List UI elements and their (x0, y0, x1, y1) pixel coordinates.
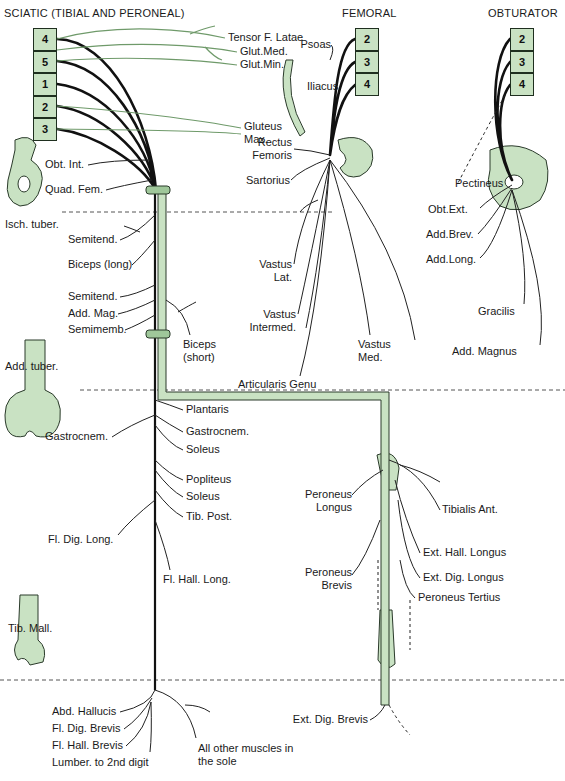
muscle-label: Plantaris (186, 403, 229, 416)
nerve-cuff (146, 186, 170, 194)
muscle-label: Vastus Med. (358, 338, 402, 364)
peroneal-nerve (158, 190, 389, 705)
femur-bone (5, 340, 60, 437)
muscle-label: Add. Mag. (68, 307, 118, 320)
muscle-label: Add. Magnus (452, 345, 517, 358)
muscle-label: Lumber. to 2nd digit (52, 756, 149, 769)
muscle-label: Iliacus (307, 80, 338, 93)
pelvis-foramen (18, 176, 30, 192)
tibial-nerve (154, 190, 156, 690)
root-number: 3 (42, 123, 48, 135)
level-line (62, 212, 335, 213)
muscle-label: Tibialis Ant. (442, 503, 498, 516)
muscle-label: Glut.Min. (240, 58, 284, 71)
muscle-label: Semitend. (68, 290, 118, 303)
muscle-label: Fl. Dig. Brevis (52, 722, 120, 735)
muscle-label: Fl. Dig. Long. (48, 533, 113, 546)
root-box: 4 (355, 73, 379, 96)
root-box: 2 (33, 96, 57, 119)
root-number: 2 (364, 33, 370, 45)
obturator-branches (478, 185, 541, 345)
root-box: 4 (510, 73, 534, 96)
muscle-label: Add.Brev. (426, 228, 474, 241)
root-number: 2 (42, 101, 48, 113)
muscle-label: Quad. Fem. (45, 183, 103, 196)
femoral-branches (291, 45, 415, 376)
root-box: 2 (510, 28, 534, 51)
root-box: 4 (33, 28, 57, 51)
muscle-label: Add.Long. (426, 253, 476, 266)
muscle-label: Biceps (short) (183, 338, 227, 364)
muscle-label: Vastus Lat. (250, 258, 292, 284)
root-box: 5 (33, 51, 57, 74)
muscle-label: Obt. Int. (45, 158, 84, 171)
muscle-label: Psoas (300, 38, 331, 51)
level-line (80, 390, 565, 391)
muscle-label: Sartorius (246, 174, 290, 187)
muscle-label: Add. tuber. (5, 360, 58, 373)
root-box: 3 (355, 51, 379, 74)
muscle-label: Biceps (long) (68, 258, 132, 271)
gluteal-branches (57, 26, 241, 134)
muscle-label: Peroneus Tertius (418, 591, 500, 604)
muscle-label: Fl. Hall. Brevis (52, 739, 123, 752)
muscle-label: Soleus (186, 443, 220, 456)
muscle-label: Obt.Ext. (428, 203, 468, 216)
muscle-label: Gracilis (478, 305, 515, 318)
muscle-label: Ext. Dig. Brevis (293, 713, 368, 726)
root-box: 2 (355, 28, 379, 51)
dashed-branch (458, 95, 505, 183)
muscle-label: Soleus (186, 490, 220, 503)
root-number: 3 (519, 56, 525, 68)
muscle-label: Pectineus (455, 177, 503, 190)
femoral-head-bone (338, 138, 373, 177)
root-number: 2 (519, 33, 525, 45)
muscle-label: Tensor F. Latae (228, 31, 303, 44)
root-number: 1 (42, 78, 48, 90)
nerve-cuff (146, 330, 170, 338)
obturator-foramen (505, 175, 523, 189)
nerve-heading: OBTURATOR (488, 7, 558, 20)
muscle-label: Isch. tuber. (5, 218, 59, 231)
root-number: 4 (364, 78, 370, 90)
pelvis-bone (7, 137, 42, 206)
muscle-label: Peroneus Brevis (296, 566, 352, 592)
nerve-heading: FEMORAL (342, 7, 397, 20)
root-number: 4 (519, 78, 525, 90)
peroneal-branches (352, 460, 440, 720)
muscle-label: Semimemb. (68, 323, 127, 336)
level-line (0, 680, 565, 681)
muscle-label: Gastrocnem. (186, 425, 249, 438)
root-number: 4 (42, 33, 48, 45)
femoral-root-lines (330, 39, 355, 155)
nerve-heading: SCIATIC (TIBIAL AND PERONEAL) (4, 7, 185, 20)
dashed-branch (378, 560, 410, 735)
root-box: 3 (510, 51, 534, 74)
iliacus-muscle (283, 60, 305, 136)
muscle-label: Peroneus Longus (296, 488, 352, 514)
muscle-label: Tib. Post. (186, 510, 232, 523)
muscle-label: Ext. Dig. Longus (423, 571, 504, 584)
root-box: 1 (33, 73, 57, 96)
muscle-label: Rectus Femoris (242, 136, 292, 162)
muscle-label: Vastus Intermed. (242, 308, 296, 334)
muscle-label: Semitend. (68, 233, 118, 246)
root-number: 5 (42, 56, 48, 68)
root-box: 3 (33, 118, 57, 141)
muscle-label: Articularis Genu (238, 378, 316, 391)
muscle-label: Abd. Hallucis (52, 705, 116, 718)
muscle-label: All other muscles in the sole (198, 742, 298, 768)
muscle-label: Tib. Mall. (8, 622, 52, 635)
muscle-label: Ext. Hall. Longus (423, 546, 506, 559)
muscle-label: Glut.Med. (240, 45, 288, 58)
muscle-label: Gastrocnem. (45, 430, 108, 443)
muscle-label: Fl. Hall. Long. (163, 573, 231, 586)
root-number: 3 (364, 56, 370, 68)
muscle-label: Popliteus (186, 473, 231, 486)
